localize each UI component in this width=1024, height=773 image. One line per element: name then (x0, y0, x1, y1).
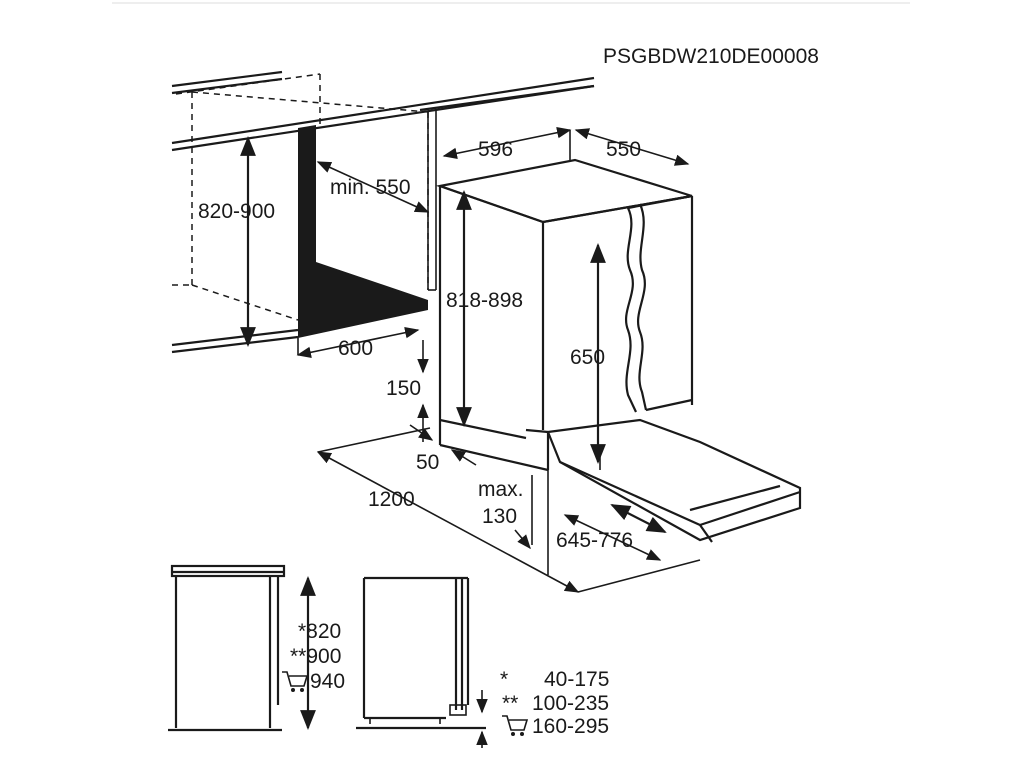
dim-door-height: 650 (570, 346, 605, 369)
worktop-and-cabinet (171, 70, 595, 355)
shopping-cart-icon (502, 715, 529, 736)
lower-left-line2: **900 (290, 645, 341, 668)
dim-door-travel: 645-776 (556, 529, 633, 552)
dishwasher-body (435, 158, 802, 543)
dim-cabinet-height: 820-900 (198, 200, 275, 223)
lower-left-line3: 940 (310, 670, 345, 693)
model-code: PSGBDW210DE00008 (603, 45, 819, 68)
lower-right-row2-value: 100-235 (532, 692, 609, 715)
lower-right-row3-value: 160-295 (532, 715, 609, 738)
dimension-lines (240, 126, 701, 593)
dim-plinth-max-label: max. (478, 478, 524, 501)
lower-right-row1-value: 40-175 (544, 668, 609, 691)
lower-left-line1: *820 (298, 620, 341, 643)
dim-cable-length: 1200 (368, 488, 415, 511)
dim-niche-width: 600 (338, 337, 373, 360)
dim-plinth-max-value: 130 (482, 505, 517, 528)
shopping-cart-icon (282, 671, 309, 692)
dim-appliance-height: 818-898 (446, 289, 523, 312)
lower-right-dishwasher (356, 576, 488, 748)
lower-right-row1-mark: * (500, 668, 508, 691)
niche-shadow (298, 125, 428, 338)
dim-appliance-width: 596 (478, 138, 513, 161)
dim-toe-height: 150 (386, 377, 421, 400)
lower-left-cabinet (168, 564, 316, 732)
dim-toe-setback: 50 (416, 451, 439, 474)
dim-niche-depth: min. 550 (330, 176, 411, 199)
dim-appliance-depth: 550 (606, 138, 641, 161)
lower-right-row2-mark: ** (502, 692, 518, 715)
